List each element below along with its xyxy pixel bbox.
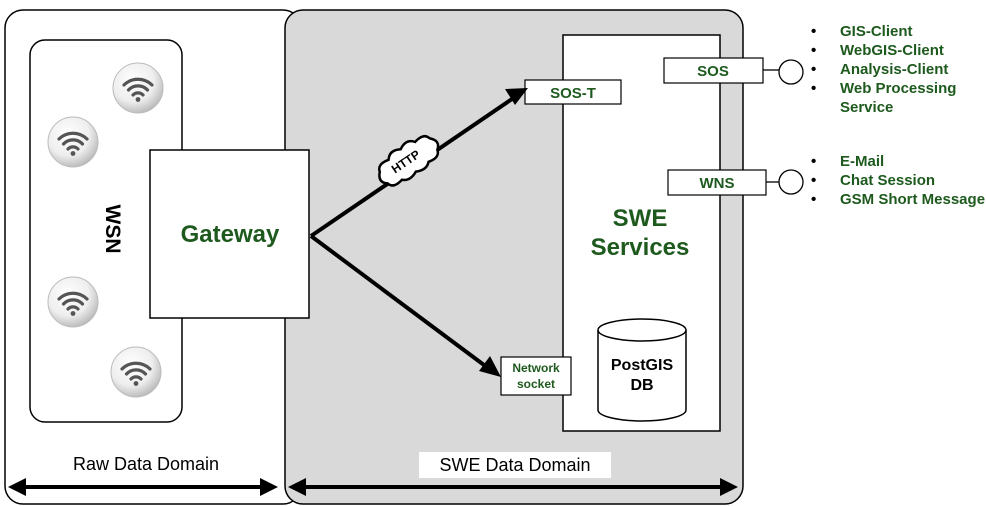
raw-domain-left-arrowhead [8, 478, 26, 496]
list-item: Analysis-Client [808, 60, 987, 79]
network-socket-box [500, 356, 572, 396]
list-item: GIS-Client [808, 22, 987, 41]
sos-client-list: GIS-Client WebGIS-Client Analysis-Client… [808, 22, 987, 117]
gateway-label: Gateway [181, 221, 280, 248]
wifi-signal-icon [109, 345, 163, 399]
list-item: Web Processing Service [808, 79, 987, 117]
wifi-signal-icon [46, 275, 100, 329]
wifi-signal-icon [111, 61, 165, 115]
socket-arrowhead [479, 356, 501, 377]
sos-t-label: SOS-T [550, 85, 596, 102]
swe-domain-label: SWE Data Domain [439, 455, 590, 475]
list-item: Chat Session [808, 171, 987, 190]
swe-domain-right-arrowhead [720, 478, 738, 496]
sos-label: SOS [697, 63, 729, 80]
postgis-db-label-line1: PostGIS [611, 357, 674, 374]
swe-services-title-line2: Services [591, 234, 690, 261]
postgis-db-label-line2: DB [630, 377, 653, 394]
wns-interface-icon [778, 169, 804, 195]
swe-domain-label-background [419, 452, 611, 478]
http-arrowhead [505, 88, 528, 105]
wsn-label: WSN [101, 205, 124, 254]
postgis-db-cylinder-icon [597, 318, 687, 422]
raw-domain-right-arrowhead [260, 478, 278, 496]
sos-interface-icon [778, 59, 804, 85]
gateway-box [149, 149, 310, 319]
socket-connection-arrow [309, 234, 486, 367]
http-cloud-icon [378, 134, 440, 187]
swe-domain-left-arrowhead [288, 478, 306, 496]
wns-client-list: E-Mail Chat Session GSM Short Message [808, 152, 987, 209]
network-socket-label-line2: socket [517, 377, 555, 391]
wns-label: WNS [700, 175, 735, 192]
list-item: WebGIS-Client [808, 41, 987, 60]
sos-t-box [524, 79, 622, 105]
network-socket-label-line1: Network [512, 361, 560, 375]
wns-box [667, 169, 767, 196]
list-item: GSM Short Message [808, 190, 987, 209]
wifi-signal-icon [46, 115, 100, 169]
swe-services-title-line1: SWE [613, 205, 668, 232]
list-item: E-Mail [808, 152, 987, 171]
raw-domain-label: Raw Data Domain [73, 454, 219, 474]
